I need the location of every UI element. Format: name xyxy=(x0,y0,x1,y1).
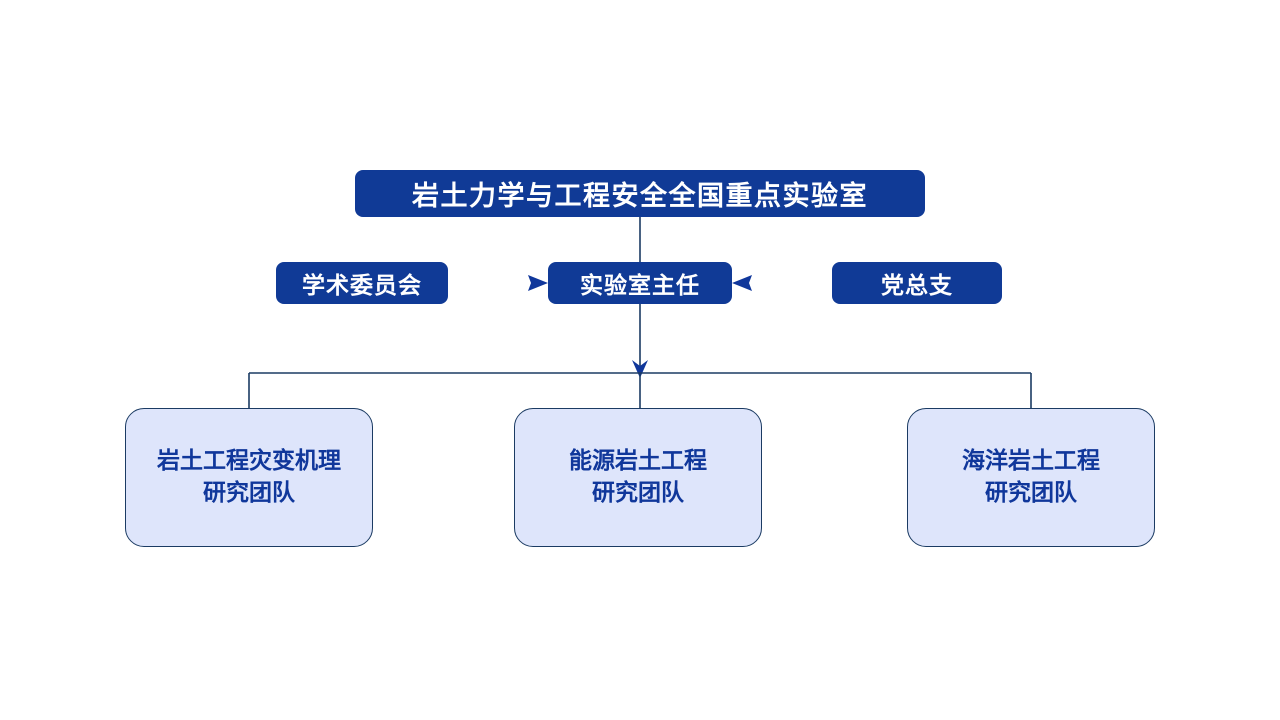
team-1-line-2: 研究团队 xyxy=(203,479,295,506)
arrowhead-right-icon xyxy=(528,275,548,291)
node-team-marine-geotechnical[interactable]: 海洋岩土工程 研究团队 xyxy=(907,408,1155,547)
node-party-branch[interactable]: 党总支 xyxy=(832,262,1002,304)
node-team-energy-geotechnical[interactable]: 能源岩土工程 研究团队 xyxy=(514,408,762,547)
team-1-line-1: 岩土工程灾变机理 xyxy=(157,447,341,474)
node-team-geotechnical-disaster[interactable]: 岩土工程灾变机理 研究团队 xyxy=(125,408,373,547)
team-2-line-2: 研究团队 xyxy=(592,479,684,506)
arrowhead-left-icon xyxy=(732,275,752,291)
arrowhead-down-icon xyxy=(632,360,648,378)
team-3-line-1: 海洋岩土工程 xyxy=(962,447,1100,474)
node-laboratory-title[interactable]: 岩土力学与工程安全全国重点实验室 xyxy=(355,170,925,217)
node-academic-committee[interactable]: 学术委员会 xyxy=(276,262,448,304)
team-2-line-1: 能源岩土工程 xyxy=(569,447,707,474)
team-3-line-2: 研究团队 xyxy=(985,479,1077,506)
node-lab-director[interactable]: 实验室主任 xyxy=(548,262,732,304)
